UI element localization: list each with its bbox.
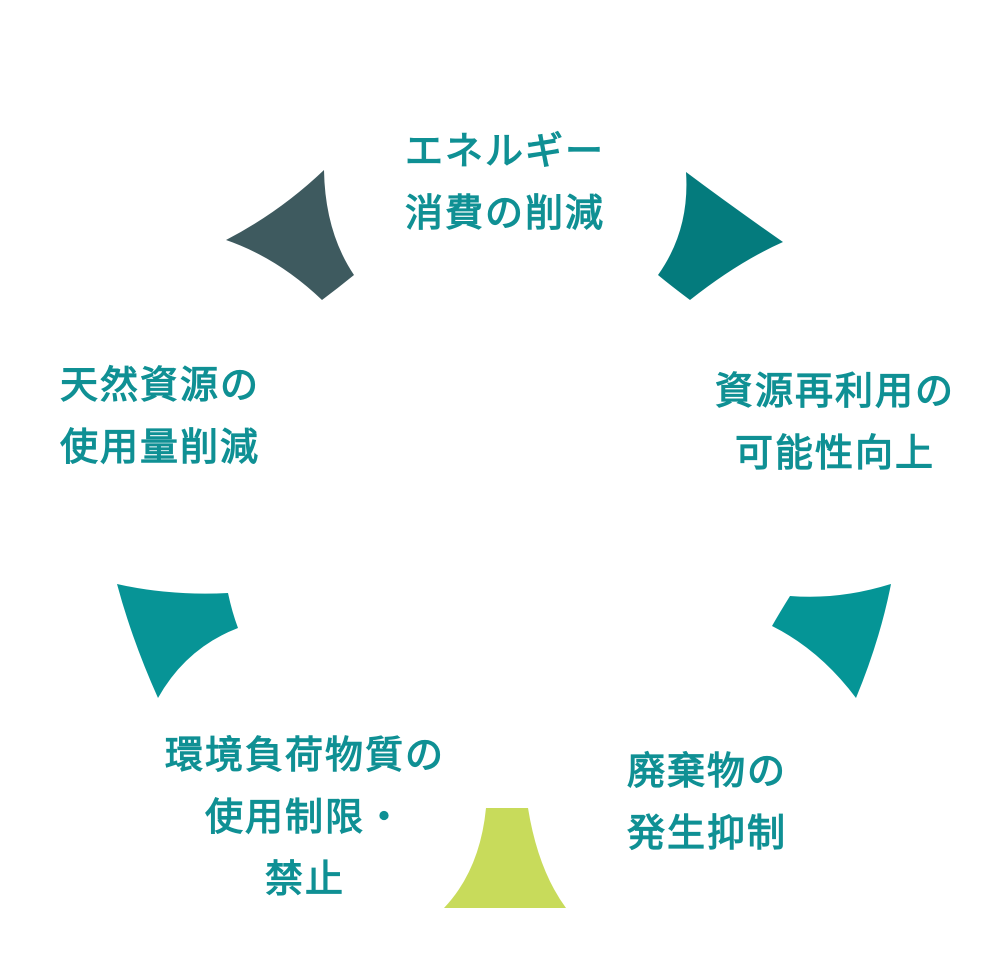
waste-line-2: 発生抑制 [626,811,787,855]
hazard-line-3: 禁止 [264,857,345,901]
cycle-label-natural-resources: 天然資源の 使用量削減 [60,354,300,478]
arrow-wedge-left [117,584,238,698]
energy-line-2: 消費の削減 [404,191,605,235]
arrow-wedge-bottom [444,808,566,908]
hazard-line-1: 環境負荷物質の [164,733,445,777]
hazard-line-2: 使用制限・ [204,795,405,839]
cycle-label-resource-reuse: 資源再利用の 可能性向上 [690,360,980,484]
natural-line-2: 使用量削減 [60,425,261,469]
resource-line-1: 資源再利用の [714,369,955,413]
cycle-label-hazardous-substances: 環境負荷物質の 使用制限・ 禁止 [140,724,470,910]
resource-line-2: 可能性向上 [734,431,935,475]
arrow-wedge-top-right [658,172,783,300]
cycle-label-energy: エネルギー 消費の削減 [385,120,625,244]
cycle-label-waste: 廃棄物の 発生抑制 [592,740,822,864]
natural-line-1: 天然資源の [60,363,261,407]
waste-line-1: 廃棄物の [626,749,787,793]
energy-line-1: エネルギー [404,129,605,173]
arrow-wedge-top-left [226,170,354,300]
arrow-wedge-right [772,584,891,698]
